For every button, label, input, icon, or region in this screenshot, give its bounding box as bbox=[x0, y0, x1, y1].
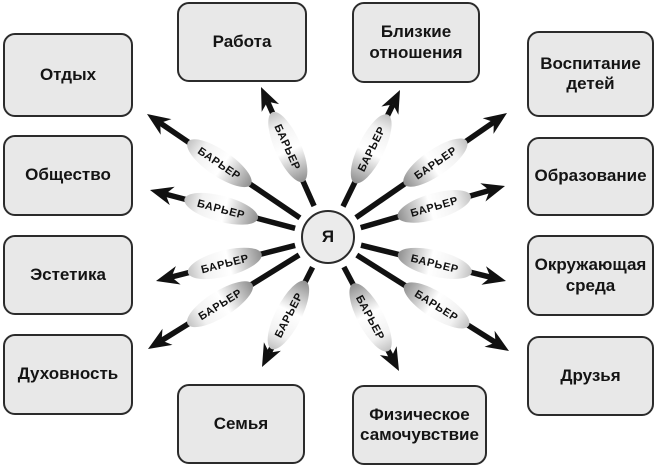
box-fizicheskoe-samochuvstvie: Физическое самочувствие bbox=[352, 385, 487, 465]
box-druzya: Друзья bbox=[527, 336, 654, 416]
arrowhead-icon-rabota bbox=[261, 87, 280, 112]
arrowhead-icon-druzya bbox=[484, 330, 509, 351]
box-okruzhayushchaya-sreda: Окружающая среда bbox=[527, 235, 654, 316]
box-vospitanie-detey: Воспитание детей bbox=[527, 31, 654, 117]
barrier-oval-duhovnost bbox=[187, 281, 253, 328]
barrier-oval-group-druzya: БАРЬЕР bbox=[403, 282, 470, 329]
barrier-oval-group-fizicheskoe-samochuvstvie: БАРЬЕР bbox=[349, 283, 392, 352]
barrier-oval-obrazovanie bbox=[397, 190, 471, 223]
barrier-oval-group-obrazovanie: БАРЬЕР bbox=[397, 190, 471, 223]
box-rabota: Работа bbox=[177, 2, 307, 82]
barrier-oval-vospitanie-detey bbox=[403, 138, 468, 187]
barrier-oval-rabota bbox=[268, 111, 308, 183]
box-blizkie-otnosheniya: Близкие отношения bbox=[352, 2, 480, 83]
box-duhovnost: Духовность bbox=[3, 334, 133, 415]
barrier-oval-group-semya: БАРЬЕР bbox=[267, 280, 310, 350]
arrowhead-icon-fizicheskoe-samochuvstvie bbox=[379, 346, 399, 371]
arrowhead-icon-vospitanie-detey bbox=[482, 113, 507, 134]
arrowhead-icon-obshchestvo bbox=[150, 186, 175, 206]
barrier-oval-group-okruzhayushchaya-sreda: БАРЬЕР bbox=[397, 247, 472, 279]
arrowhead-icon-otdyh bbox=[147, 114, 172, 135]
box-otdyh: Отдых bbox=[3, 33, 133, 117]
barrier-oval-fizicheskoe-samochuvstvie bbox=[349, 283, 392, 352]
box-semya: Семья bbox=[177, 384, 305, 464]
arrowhead-icon-okruzhayushchaya-sreda bbox=[481, 266, 506, 285]
barrier-oval-group-otdyh: БАРЬЕР bbox=[187, 139, 252, 188]
barrier-oval-druzya bbox=[403, 282, 470, 329]
arrowhead-icon-obrazovanie bbox=[480, 183, 505, 202]
box-obshchestvo: Общество bbox=[3, 135, 133, 216]
barrier-oval-estetika bbox=[187, 247, 262, 280]
barrier-oval-group-estetika: БАРЬЕР bbox=[187, 247, 262, 280]
barrier-oval-otdyh bbox=[187, 139, 252, 188]
barrier-oval-blizkie-otnosheniya bbox=[350, 114, 392, 184]
barrier-oval-obshchestvo bbox=[184, 192, 259, 225]
barrier-oval-okruzhayushchaya-sreda bbox=[397, 247, 472, 279]
arrowhead-icon-duhovnost bbox=[148, 328, 173, 349]
arrowhead-icon-blizkie-otnosheniya bbox=[381, 90, 400, 115]
box-obrazovanie: Образование bbox=[527, 137, 654, 216]
arrowhead-icon-estetika bbox=[156, 266, 181, 285]
box-estetika: Эстетика bbox=[3, 235, 133, 315]
barrier-oval-group-duhovnost: БАРЬЕР bbox=[187, 281, 253, 328]
barrier-oval-group-vospitanie-detey: БАРЬЕР bbox=[403, 138, 468, 187]
arrowhead-icon-semya bbox=[262, 342, 281, 367]
barrier-oval-group-blizkie-otnosheniya: БАРЬЕР bbox=[350, 114, 392, 184]
center-self-circle: Я bbox=[301, 210, 355, 264]
barrier-oval-group-rabota: БАРЬЕР bbox=[268, 111, 308, 183]
barrier-oval-semya bbox=[267, 280, 310, 350]
barrier-oval-group-obshchestvo: БАРЬЕР bbox=[184, 192, 259, 225]
center-self-label: Я bbox=[321, 227, 335, 246]
